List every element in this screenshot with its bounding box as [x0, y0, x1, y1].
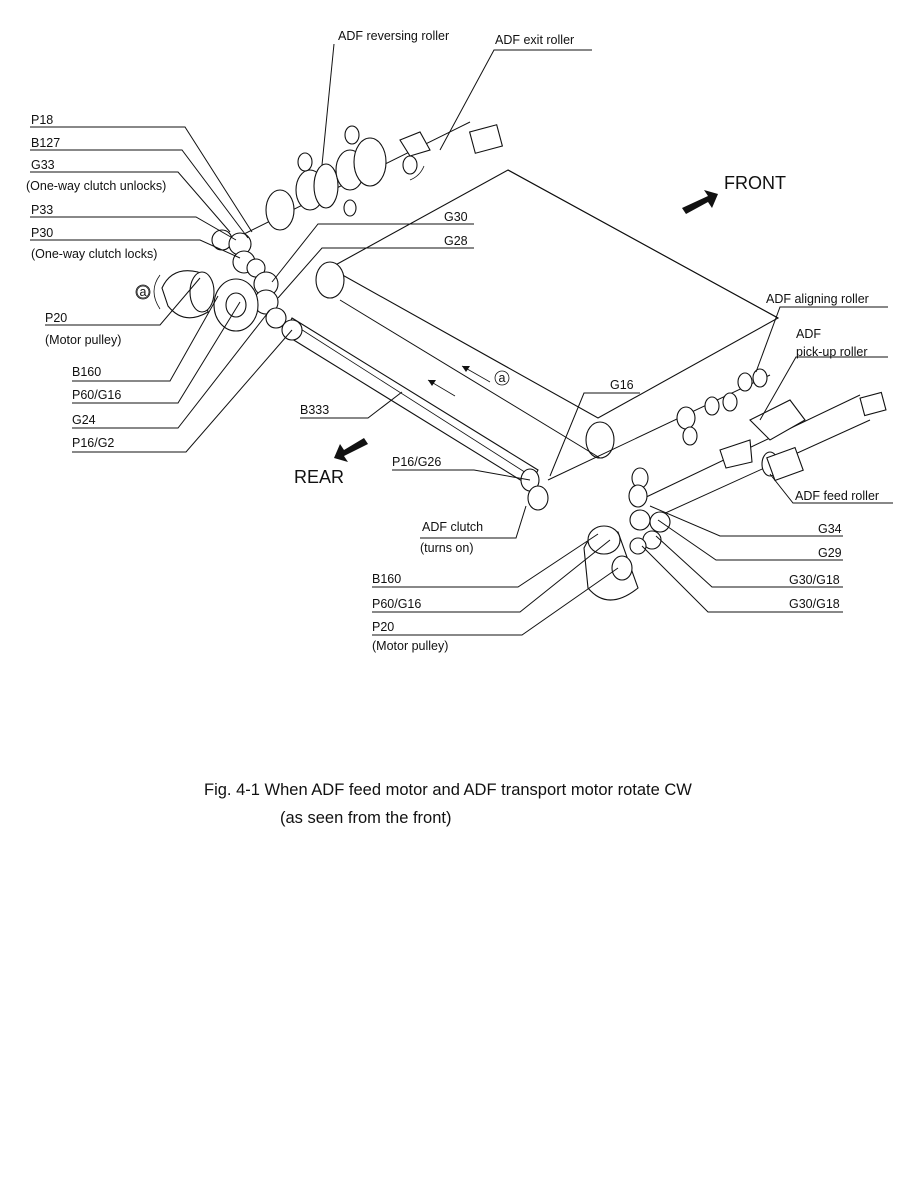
label-b127: B127	[31, 136, 60, 150]
label-p16g2: P16/G2	[72, 436, 114, 450]
label-b333: B333	[300, 403, 329, 417]
label-p16g26: P16/G26	[392, 455, 441, 469]
label-g34: G34	[818, 522, 842, 536]
label-motor-pulley-bottom: (Motor pulley)	[372, 639, 448, 653]
label-p20-top: P20	[45, 311, 67, 325]
reversing-roller-assembly	[239, 121, 504, 237]
label-b160-bottom: B160	[372, 572, 401, 586]
label-p20-bottom: P20	[372, 620, 394, 634]
label-g33: G33	[31, 158, 55, 172]
label-adf-exit-roller: ADF exit roller	[495, 33, 574, 47]
label-turns-on: (turns on)	[420, 541, 474, 555]
label-one-way-locks: (One-way clutch locks)	[31, 247, 157, 261]
label-b160-top: B160	[72, 365, 101, 379]
label-g30-top: G30	[444, 210, 468, 224]
label-p30: P30	[31, 226, 53, 240]
label-g28: G28	[444, 234, 468, 248]
marker-a-belt: a	[499, 371, 506, 385]
label-adf-aligning-roller: ADF aligning roller	[766, 292, 869, 306]
label-adf-clutch: ADF clutch	[422, 520, 483, 534]
label-one-way-unlocks: (One-way clutch unlocks)	[26, 179, 166, 193]
transport-belt	[315, 169, 780, 459]
figure-caption-line2: (as seen from the front)	[280, 809, 452, 827]
label-rear: REAR	[294, 467, 344, 487]
label-g30g18-b: G30/G18	[789, 597, 840, 611]
marker-a-left: a	[140, 285, 147, 299]
leader-lines	[30, 43, 893, 636]
label-front: FRONT	[724, 173, 786, 193]
label-adf-reversing-roller: ADF reversing roller	[338, 29, 449, 43]
figure-caption-line1: Fig. 4-1 When ADF feed motor and ADF tra…	[204, 781, 692, 799]
label-motor-pulley-top: (Motor pulley)	[45, 333, 121, 347]
label-p60g16-top: P60/G16	[72, 388, 121, 402]
label-g29: G29	[818, 546, 842, 560]
label-g16: G16	[610, 378, 634, 392]
label-p33: P33	[31, 203, 53, 217]
label-pickup-roller: pick-up roller	[796, 345, 868, 359]
rear-arrow-icon	[334, 438, 368, 462]
label-g30g18-a: G30/G18	[789, 573, 840, 587]
label-p60g16-bottom: P60/G16	[372, 597, 421, 611]
label-g24: G24	[72, 413, 96, 427]
lower-motor	[520, 468, 639, 601]
label-adf-feed-roller: ADF feed roller	[795, 489, 879, 503]
right-roller-assembly	[547, 368, 887, 555]
label-adf: ADF	[796, 327, 821, 341]
label-p18: P18	[31, 113, 53, 127]
front-arrow-icon	[682, 190, 718, 214]
